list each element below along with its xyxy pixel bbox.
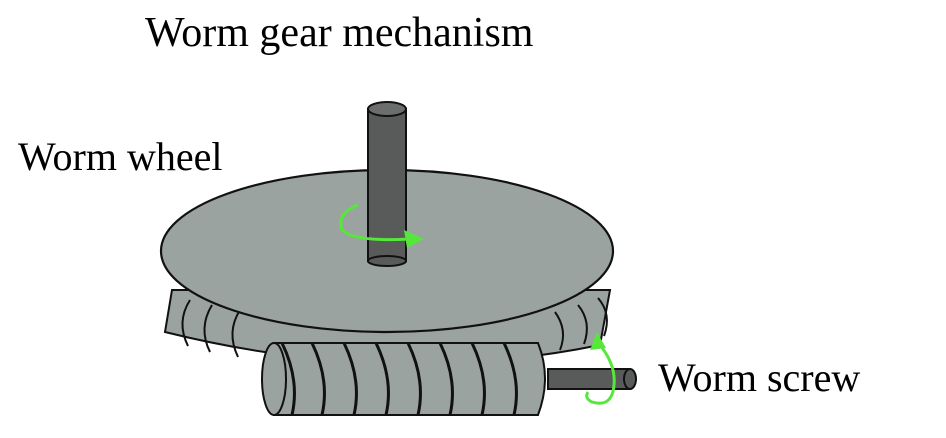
- worm-screw-rotation-arrow: [585, 332, 616, 405]
- worm-screw-body: [266, 342, 546, 416]
- worm-wheel-teeth: [181, 297, 608, 358]
- wheel-shaft: [367, 101, 407, 267]
- worm-screw-label: Worm screw: [658, 355, 861, 400]
- worm-screw-threads: [280, 342, 518, 416]
- worm-screw: [261, 342, 637, 416]
- worm-wheel-label: Worm wheel: [18, 134, 223, 179]
- diagram-title: Worm gear mechanism: [145, 10, 534, 56]
- wheel-rotation-arrow: [339, 203, 424, 248]
- worm-screw-output-shaft: [547, 368, 631, 390]
